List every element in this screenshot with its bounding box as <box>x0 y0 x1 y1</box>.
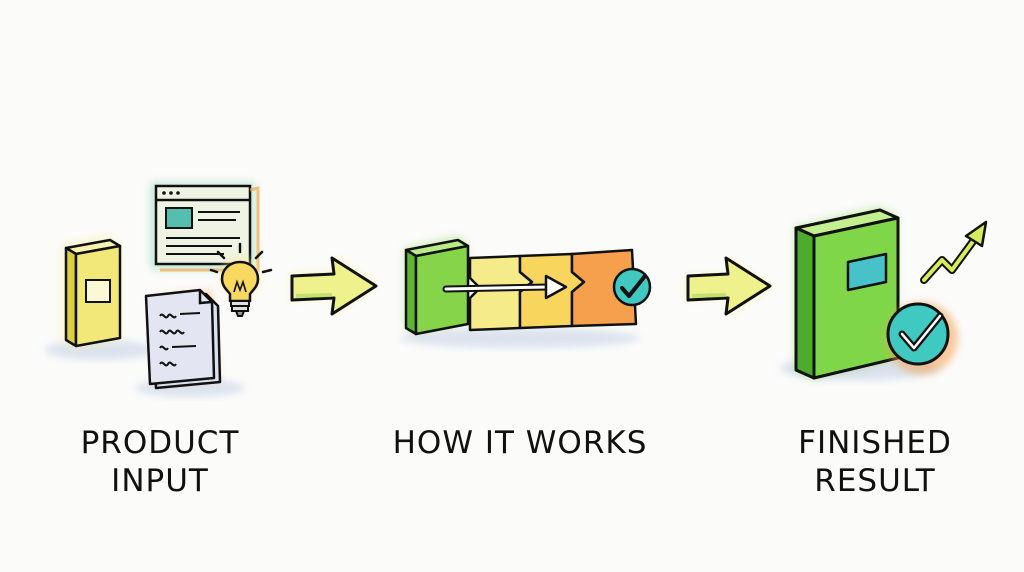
product-box-icon <box>62 236 122 348</box>
step-label-product-input: PRODUCT INPUT <box>60 424 260 500</box>
step-label-finished-result: FINISHED RESULT <box>770 424 980 500</box>
finished-result-group <box>780 206 988 380</box>
step-label-line: PRODUCT <box>80 425 240 461</box>
process-step-orange <box>570 248 638 328</box>
green-block-icon <box>404 236 470 336</box>
lightbulb-icon <box>209 242 273 317</box>
product-input-group <box>45 182 273 397</box>
step-label-line: FINISHED <box>798 425 952 461</box>
result-checkmark-icon <box>886 302 958 374</box>
flow-arrow-2 <box>686 256 772 316</box>
browser-window-icon <box>150 182 260 272</box>
process-pipeline-group <box>400 236 652 348</box>
trend-up-icon <box>920 220 988 284</box>
checkmark-icon <box>612 267 652 307</box>
step-label-line: HOW IT WORKS <box>392 425 648 461</box>
step-label-line: INPUT <box>111 463 209 499</box>
step-label-how-it-works: HOW IT WORKS <box>385 424 655 462</box>
flow-arrow-1 <box>290 256 378 316</box>
step-label-line: RESULT <box>814 463 936 499</box>
finished-product-box-icon <box>794 206 900 380</box>
pipeline-arrow <box>442 274 568 300</box>
document-icon <box>144 288 222 390</box>
